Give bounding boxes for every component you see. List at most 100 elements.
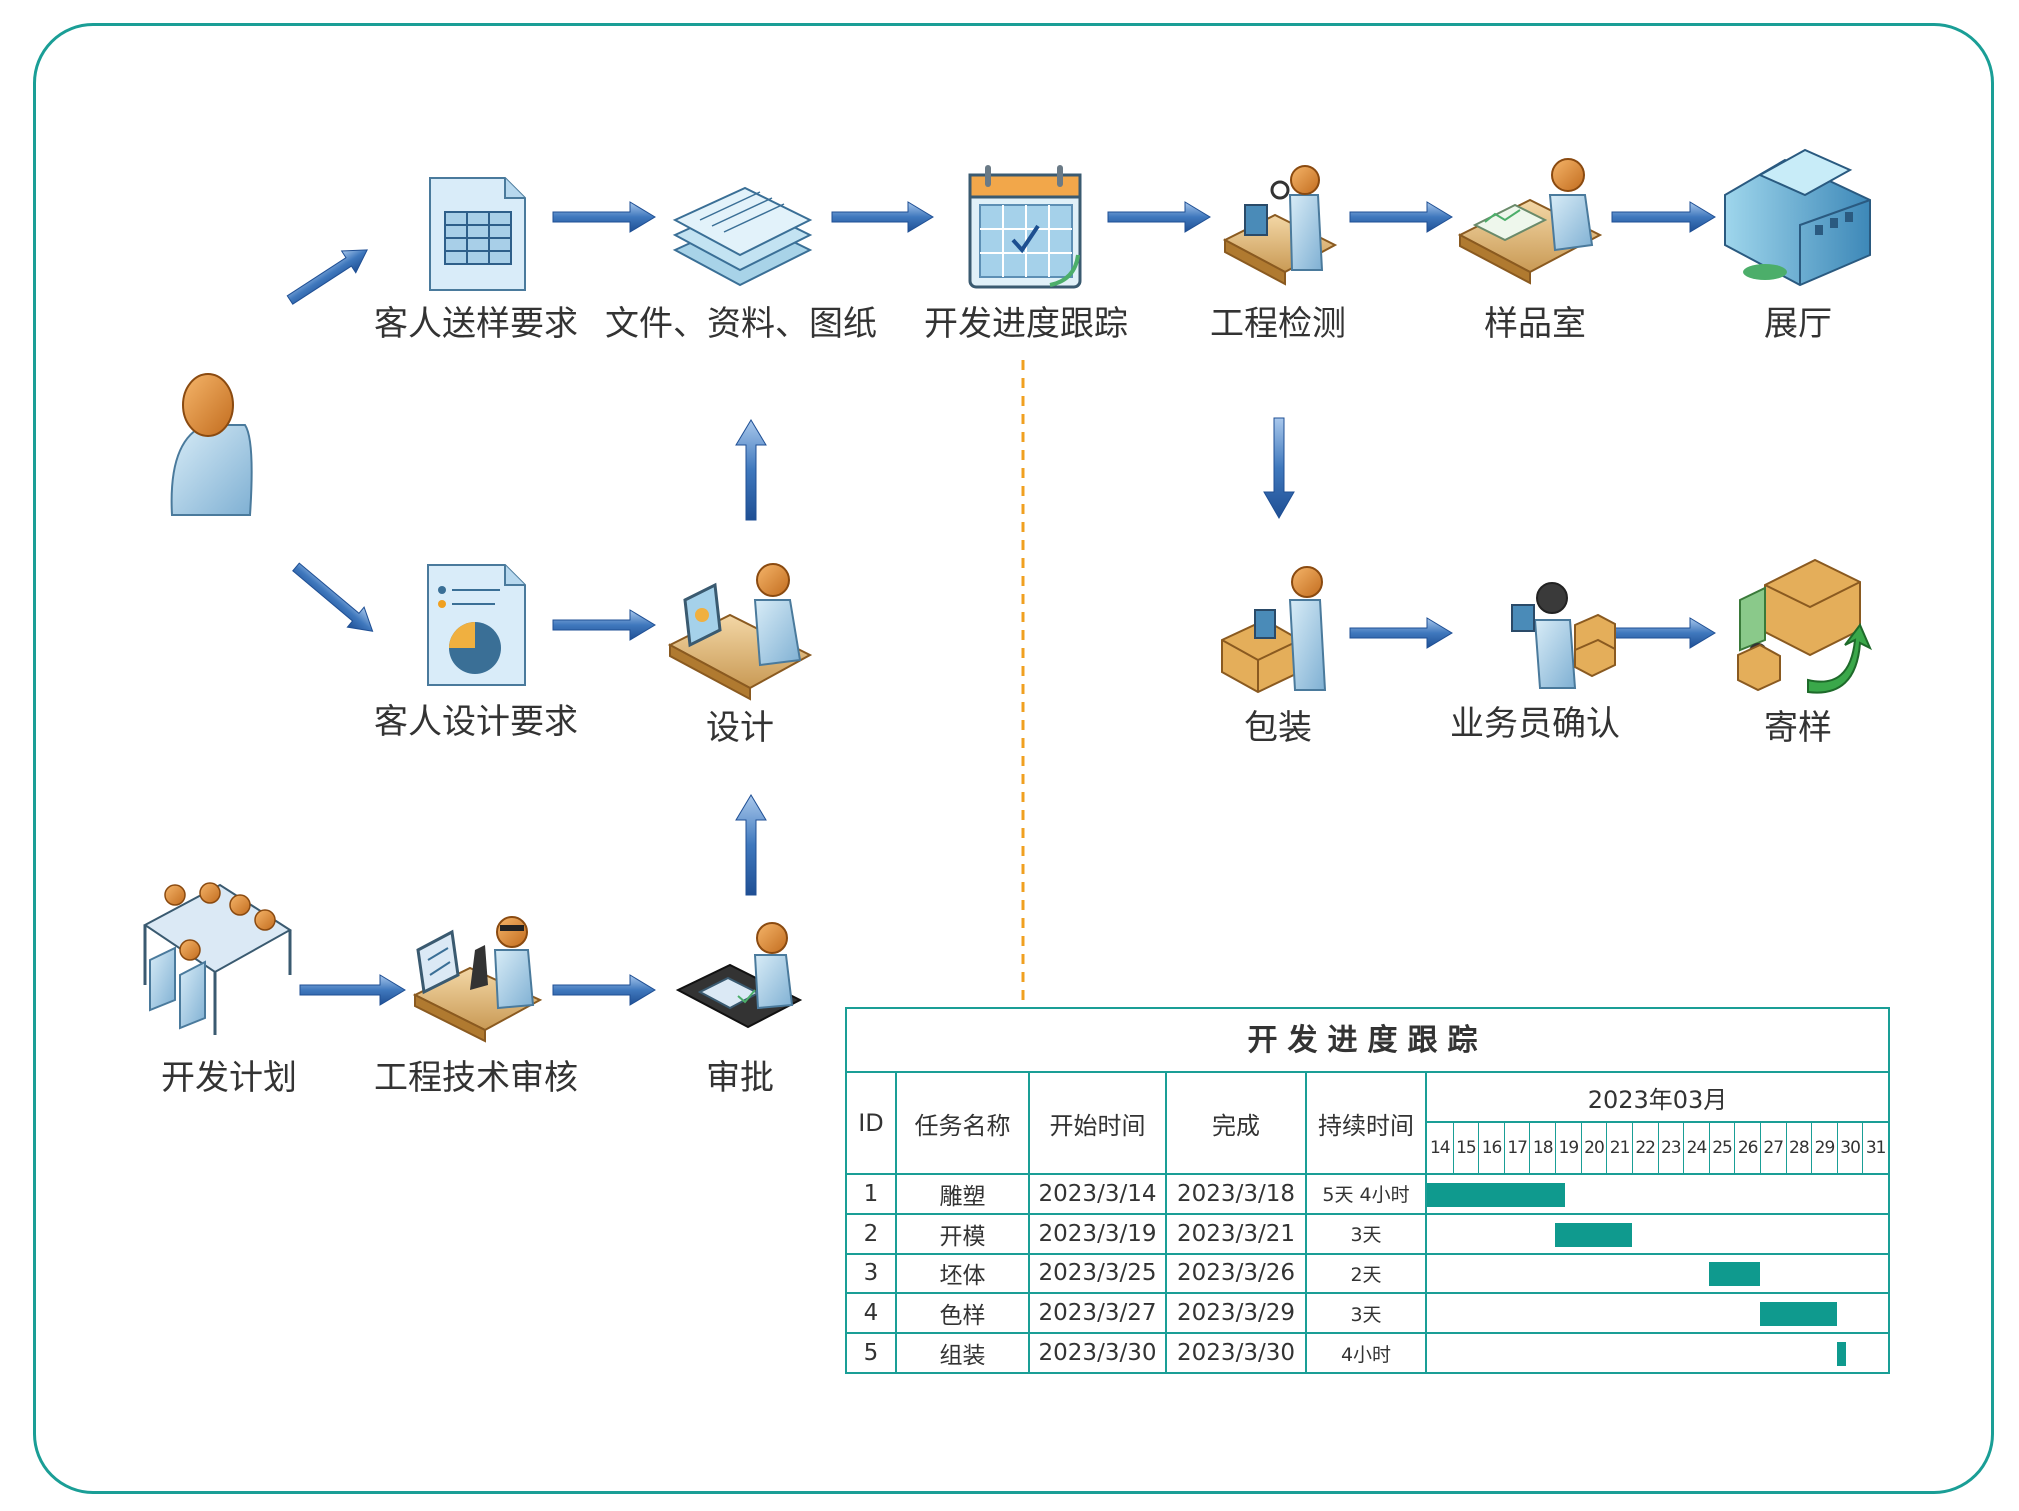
day-header-18: 18 [1529, 1123, 1555, 1173]
node-label-salesperson-confirm: 业务员确认 [1450, 704, 1620, 744]
customer-person-icon [170, 373, 253, 516]
cell-finish: 2023/3/30 [1167, 1334, 1307, 1372]
cell-start: 2023/3/30 [1030, 1334, 1167, 1372]
cell-duration: 5天 4小时 [1307, 1175, 1427, 1213]
day-header-20: 20 [1580, 1123, 1607, 1173]
day-header-26: 26 [1734, 1123, 1760, 1173]
arrow-tracking-to-inspection [1107, 201, 1211, 233]
cell-id: 1 [847, 1175, 897, 1213]
node-label-customer-design: 客人设计要求 [374, 702, 578, 742]
inspection-worker-icon [1222, 165, 1338, 286]
header-finish: 完成 [1167, 1073, 1307, 1173]
header-duration: 持续时间 [1307, 1073, 1427, 1173]
arrow-sample-to-docs [552, 201, 656, 233]
cell-task: 坯体 [897, 1254, 1030, 1293]
gantt-bar [1759, 1302, 1837, 1327]
cell-task: 组装 [897, 1334, 1030, 1372]
day-header-16: 16 [1478, 1123, 1504, 1173]
day-header-28: 28 [1785, 1123, 1812, 1173]
pie-chart-document-icon [427, 564, 526, 686]
arrow-design-to-docs [735, 419, 767, 521]
day-header-29: 29 [1811, 1123, 1837, 1173]
node-label-packaging: 包装 [1244, 708, 1312, 748]
cell-finish: 2023/3/21 [1167, 1214, 1307, 1253]
day-header-23: 23 [1657, 1123, 1684, 1173]
day-header-19: 19 [1555, 1123, 1581, 1173]
day-header-31: 31 [1862, 1123, 1888, 1173]
calendar-icon [968, 165, 1082, 289]
node-label-documents: 文件、资料、图纸 [605, 304, 877, 344]
showroom-building-icon [1724, 148, 1871, 287]
approval-desk-icon [675, 922, 803, 1029]
day-header-22: 22 [1631, 1123, 1658, 1173]
cell-finish: 2023/3/29 [1167, 1294, 1307, 1333]
cell-duration: 2天 [1307, 1254, 1427, 1293]
salesperson-icon [1511, 582, 1616, 689]
node-label-showroom: 展厅 [1764, 304, 1832, 344]
cell-finish: 2023/3/26 [1167, 1254, 1307, 1293]
day-header-30: 30 [1836, 1123, 1863, 1173]
cell-id: 5 [847, 1334, 897, 1372]
node-label-progress-tracking: 开发进度跟踪 [924, 304, 1128, 344]
node-label-dev-plan: 开发计划 [161, 1058, 297, 1098]
header-month: 2023年03月 [1427, 1073, 1888, 1123]
day-header-15: 15 [1452, 1123, 1479, 1173]
sample-room-icon [1457, 158, 1603, 285]
cell-duration: 4小时 [1307, 1334, 1427, 1372]
node-label-approval: 审批 [706, 1058, 774, 1098]
cell-duration: 3天 [1307, 1294, 1427, 1333]
arrow-inspection-to-packaging [1263, 417, 1295, 520]
arrow-packaging-to-confirm [1349, 617, 1453, 649]
gantt-bar [1836, 1342, 1846, 1367]
day-header-24: 24 [1683, 1123, 1709, 1173]
cell-id: 3 [847, 1254, 897, 1293]
arrow-plan-to-review [299, 974, 406, 1006]
delivery-truck-icon [1737, 558, 1873, 694]
arrow-person-to-design-req [292, 562, 374, 632]
node-label-send-sample: 寄样 [1764, 708, 1832, 748]
gantt-bar [1427, 1182, 1566, 1207]
day-header-14: 14 [1429, 1138, 1451, 1158]
node-label-design: 设计 [706, 708, 774, 748]
cell-task: 色样 [897, 1294, 1030, 1333]
arrow-person-to-sample [286, 249, 368, 305]
day-header-25: 25 [1708, 1123, 1735, 1173]
header-task: 任务名称 [897, 1073, 1030, 1173]
day-header-21: 21 [1606, 1123, 1632, 1173]
cell-id: 2 [847, 1214, 897, 1253]
spreadsheet-document-icon [429, 177, 526, 291]
arrow-docs-to-tracking [831, 201, 934, 233]
microscope-scientist-icon [412, 916, 543, 1043]
day-header-17: 17 [1503, 1123, 1530, 1173]
cell-duration: 3天 [1307, 1214, 1427, 1253]
cell-id: 4 [847, 1294, 897, 1333]
node-label-sample-room: 样品室 [1484, 304, 1586, 344]
gantt-bar [1555, 1222, 1632, 1247]
outer-frame [33, 23, 1994, 1494]
arrow-sampleroom-to-showroom [1611, 201, 1716, 233]
packaging-worker-icon [1221, 566, 1327, 694]
arrow-approval-to-design [735, 794, 767, 896]
header-start: 开始时间 [1030, 1073, 1167, 1173]
designer-icon [667, 563, 813, 701]
node-label-customer-sample: 客人送样要求 [374, 304, 578, 344]
cell-task: 雕塑 [897, 1175, 1030, 1213]
gantt-title: 开发进度跟踪 [847, 1009, 1888, 1073]
arrow-design-req-to-design [552, 609, 656, 641]
cell-start: 2023/3/25 [1030, 1254, 1167, 1293]
arrow-confirm-to-send [1611, 617, 1716, 649]
header-id: ID [847, 1073, 897, 1173]
cell-start: 2023/3/14 [1030, 1175, 1167, 1213]
node-label-tech-review: 工程技术审核 [374, 1058, 578, 1098]
meeting-group-icon [143, 882, 292, 1035]
day-header-27: 27 [1759, 1123, 1786, 1173]
cell-start: 2023/3/27 [1030, 1294, 1167, 1333]
cell-finish: 2023/3/18 [1167, 1175, 1307, 1213]
